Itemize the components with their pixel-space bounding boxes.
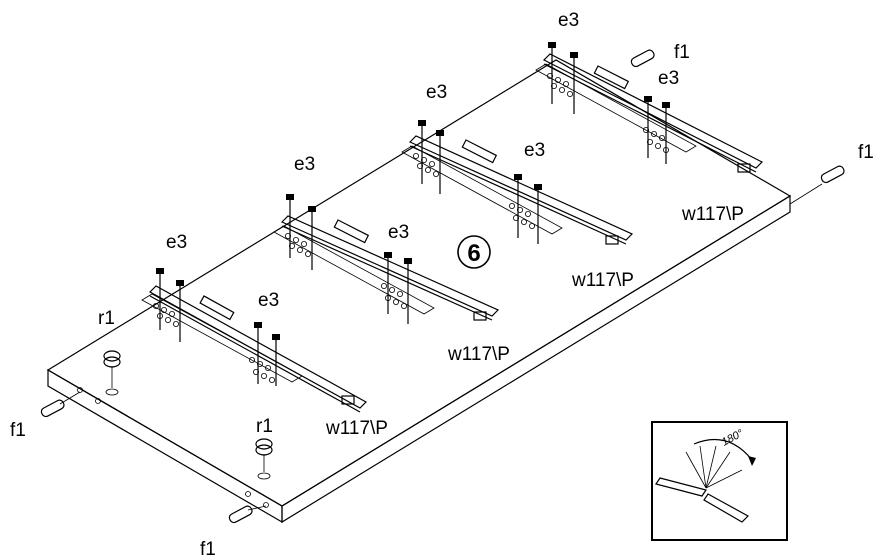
label-dowel: f1 (674, 42, 690, 63)
inset-hinge-detail: 180° (651, 421, 788, 541)
runner-group-2 (273, 194, 500, 324)
label-runner: w117\P (325, 418, 388, 439)
step-number-badge: 6 (457, 235, 491, 269)
label-dowel: f1 (858, 142, 874, 163)
step-number: 6 (467, 240, 480, 267)
panel-board (46, 59, 792, 524)
dowel-top (630, 49, 655, 68)
cam-lock-1 (103, 350, 121, 396)
dowel-right (789, 165, 845, 205)
label-runner: w117\P (571, 270, 634, 291)
label-dowel: f1 (200, 539, 216, 558)
label-screw: e3 (388, 222, 409, 243)
label-screw: e3 (258, 290, 279, 311)
label-runner: w117\P (447, 344, 510, 365)
label-screw: e3 (658, 68, 679, 89)
label-screw: e3 (166, 232, 187, 253)
runner-group-3 (401, 120, 634, 245)
label-screw: e3 (558, 10, 579, 31)
label-cam-lock: r1 (256, 416, 273, 437)
cam-lock-2 (255, 438, 273, 480)
label-screw: e3 (294, 154, 315, 175)
dowel-left (40, 391, 81, 418)
dowel-bottom (228, 505, 267, 524)
label-dowel: f1 (10, 420, 26, 441)
label-cam-lock: r1 (98, 308, 115, 329)
runner-group-4 (535, 42, 764, 173)
label-screw: e3 (524, 140, 545, 161)
label-runner: w117\P (681, 204, 744, 225)
label-screw: e3 (426, 82, 447, 103)
runner-group-1 (141, 268, 367, 413)
